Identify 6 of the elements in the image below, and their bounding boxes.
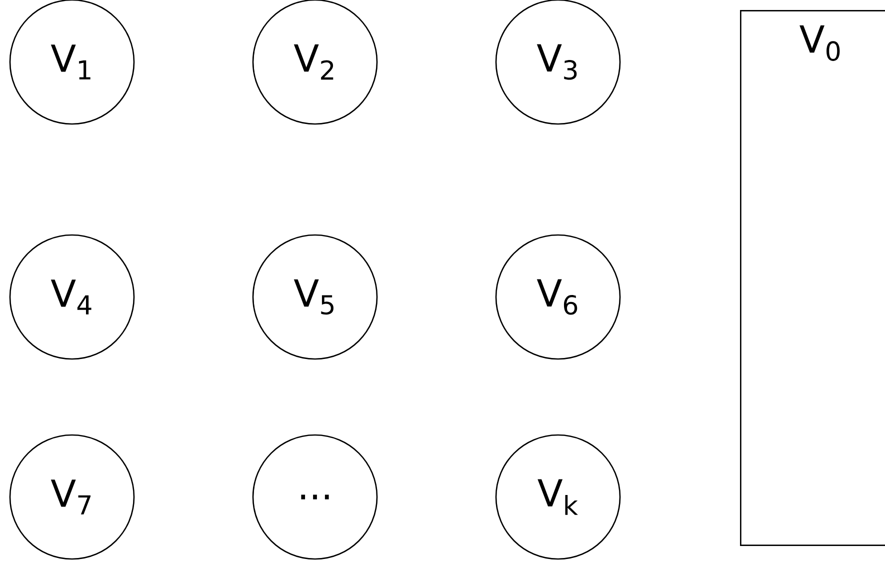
circle-node: V$_{5}$ bbox=[252, 234, 378, 360]
circle-node: V$_{4}$ bbox=[9, 234, 135, 360]
circle-node: ... bbox=[252, 434, 378, 560]
circle-node: V$_{7}$ bbox=[9, 434, 135, 560]
circle-node: V$_{k}$ bbox=[495, 434, 621, 560]
circle-node: V$_{6}$ bbox=[495, 234, 621, 360]
